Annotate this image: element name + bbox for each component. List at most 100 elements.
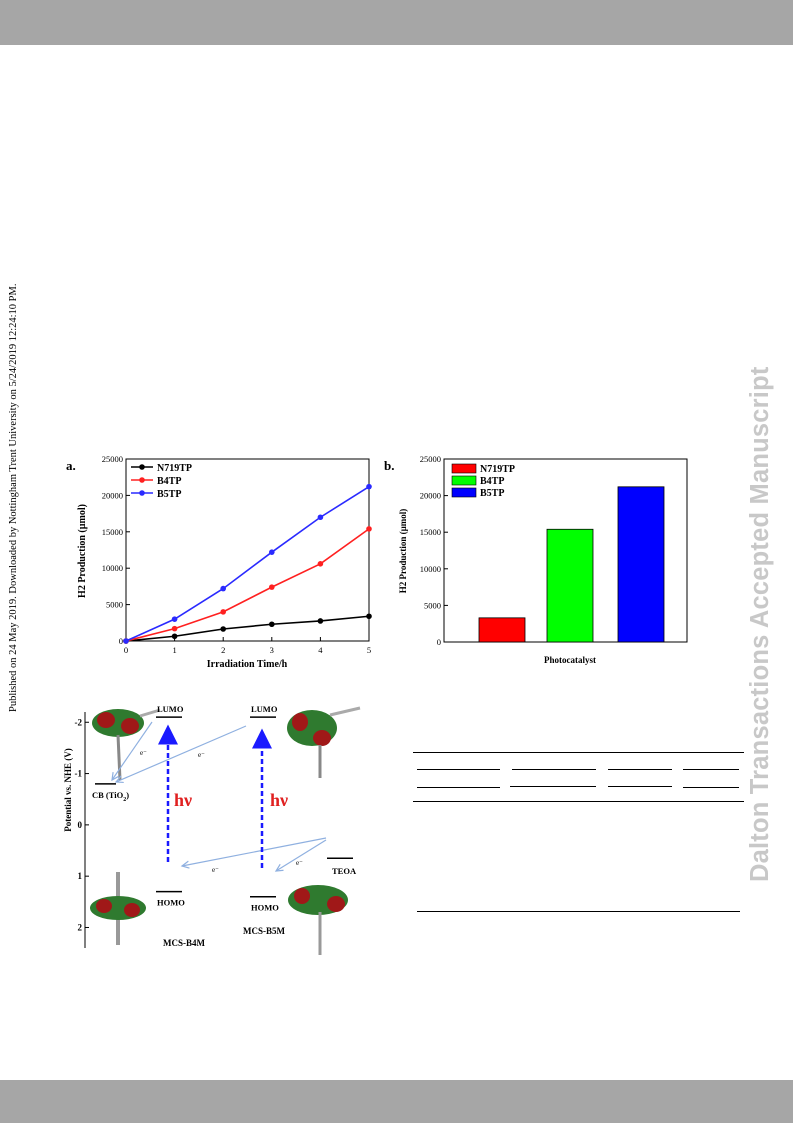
plot-frame-a [125, 458, 370, 642]
table-rule-sub-2a [417, 787, 500, 788]
lumo-level-label: LUMO [157, 704, 184, 714]
legend-swatch-b [451, 475, 477, 486]
electron-label-4: e⁻ [296, 859, 303, 867]
series-line-n719tp [125, 615, 370, 642]
table-rule-sub-1d [683, 769, 739, 770]
homo-level-label: HOMO [251, 903, 279, 913]
potential-tick-label: 1 [78, 871, 83, 881]
legend-a: N719TP B4TP B5TP [131, 463, 192, 500]
electron-label-3: e⁻ [212, 866, 219, 874]
lumo-level-label: LUMO [251, 704, 278, 714]
legend-label-b: B5TP [480, 488, 504, 499]
x-tick-label-a: 0 [124, 645, 128, 655]
molecule-b5m-lumo-image [287, 706, 361, 778]
table-rule-sub-2c [608, 786, 672, 787]
x-tick-label-a: 3 [270, 645, 274, 655]
data-point-b5tp [171, 616, 178, 622]
x-tick-label-a: 5 [367, 645, 371, 655]
y-tick-label-b: 5000 [424, 600, 441, 610]
data-point-b4tp [366, 526, 372, 532]
electron-path-teoa-to-b5m [276, 839, 327, 871]
legend-swatch-b [451, 487, 477, 498]
y-tick-label-a: 0 [119, 636, 123, 646]
legend-marker-a [139, 477, 145, 483]
data-point-b5tp [220, 585, 226, 592]
legend-swatch-b [451, 463, 477, 474]
table-rule-top [413, 752, 744, 753]
y-tick-label-a: 5000 [106, 600, 123, 610]
electron-path-b4m-to-cb [112, 721, 153, 780]
data-point-b5tp [269, 549, 275, 555]
y-tick-label-a: 10000 [102, 563, 123, 573]
molecule-b4m-lumo-image [92, 708, 161, 781]
legend-label-a: B5TP [157, 489, 181, 500]
y-tick-label-a: 20000 [102, 490, 123, 500]
legend-label-a: B4TP [157, 476, 181, 487]
teoa-level-label: TEOA [332, 866, 357, 876]
data-point-n719tp [220, 626, 226, 632]
potential-tick-label: -2 [75, 717, 83, 727]
table-rule-sub-1c [608, 769, 672, 770]
table-rule-sub-1b [512, 769, 596, 770]
data-point-n719tp [317, 618, 324, 624]
data-point-b4tp [269, 584, 275, 590]
data-point-b4tp [220, 609, 226, 615]
x-tick-label-a: 1 [172, 645, 176, 655]
y-tick-label-b: 25000 [420, 454, 441, 464]
y-tick-label-a: 25000 [102, 454, 123, 464]
legend-label-a: N719TP [157, 463, 192, 474]
y-tick-label-b: 10000 [420, 564, 441, 574]
data-point-b4tp [317, 561, 324, 567]
y-tick-label-b: 20000 [420, 491, 441, 501]
footer-bar [0, 1080, 793, 1123]
molecule-b5m-homo-image [288, 885, 348, 955]
data-point-b4tp [171, 625, 178, 632]
electron-path-b5m-to-cb [116, 725, 247, 782]
electron-label-1: e⁻ [140, 749, 147, 757]
potential-axis-label: Potential vs. NHE (V) [63, 748, 73, 832]
legend-marker-a [139, 464, 145, 470]
y-axis-label-b: H2 Production (µmol) [398, 509, 408, 594]
x-tick-label-a: 2 [221, 645, 225, 655]
series-line-b4tp [125, 528, 370, 642]
legend-label-b: B4TP [480, 476, 504, 487]
x-axis-label-a: Irradiation Time/h [207, 659, 288, 670]
y-tick-label-b: 15000 [420, 527, 441, 537]
electron-label-2: e⁻ [198, 751, 205, 759]
homo-level-label: HOMO [157, 898, 185, 908]
potential-tick-label: 0 [78, 820, 83, 830]
potential-tick-label: 2 [78, 922, 83, 932]
legend-label-b: N719TP [480, 464, 515, 475]
data-point-b5tp [317, 514, 324, 521]
y-tick-label-a: 15000 [102, 527, 123, 537]
panel-label-b: b. [384, 458, 394, 473]
data-point-n719tp [269, 621, 275, 628]
y-tick-label-b: 0 [437, 637, 441, 647]
table-rule-bottom [417, 911, 740, 912]
y-axis-label-a: H2 Production (µmol) [77, 504, 88, 598]
data-point-n719tp [366, 613, 372, 620]
dye-name-b4m: MCS-B4M [163, 938, 205, 948]
header-bar [0, 0, 793, 45]
electron-path-teoa-to-b4m [182, 837, 327, 866]
table-rule-header [413, 801, 744, 802]
hv-label-b5m: hν [270, 790, 288, 810]
potential-tick-label: -1 [75, 769, 83, 779]
series-line-b5tp [125, 485, 370, 642]
dye-name-b5m: MCS-B5M [243, 926, 285, 936]
x-tick-label-a: 4 [318, 645, 323, 655]
table-rule-sub-2d [683, 787, 739, 788]
cb-level-label: CB (TiO2) [92, 790, 129, 803]
legend-marker-a [139, 490, 145, 496]
hv-label-b4m: hν [174, 790, 192, 810]
table-rule-sub-2b [510, 786, 596, 787]
bar-b4tp [546, 528, 594, 643]
x-axis-label-b: Photocatalyst [544, 655, 596, 665]
table-rule-sub-1a [417, 769, 500, 770]
data-point-b5tp [366, 483, 372, 490]
panel-label-a: a. [66, 458, 76, 473]
